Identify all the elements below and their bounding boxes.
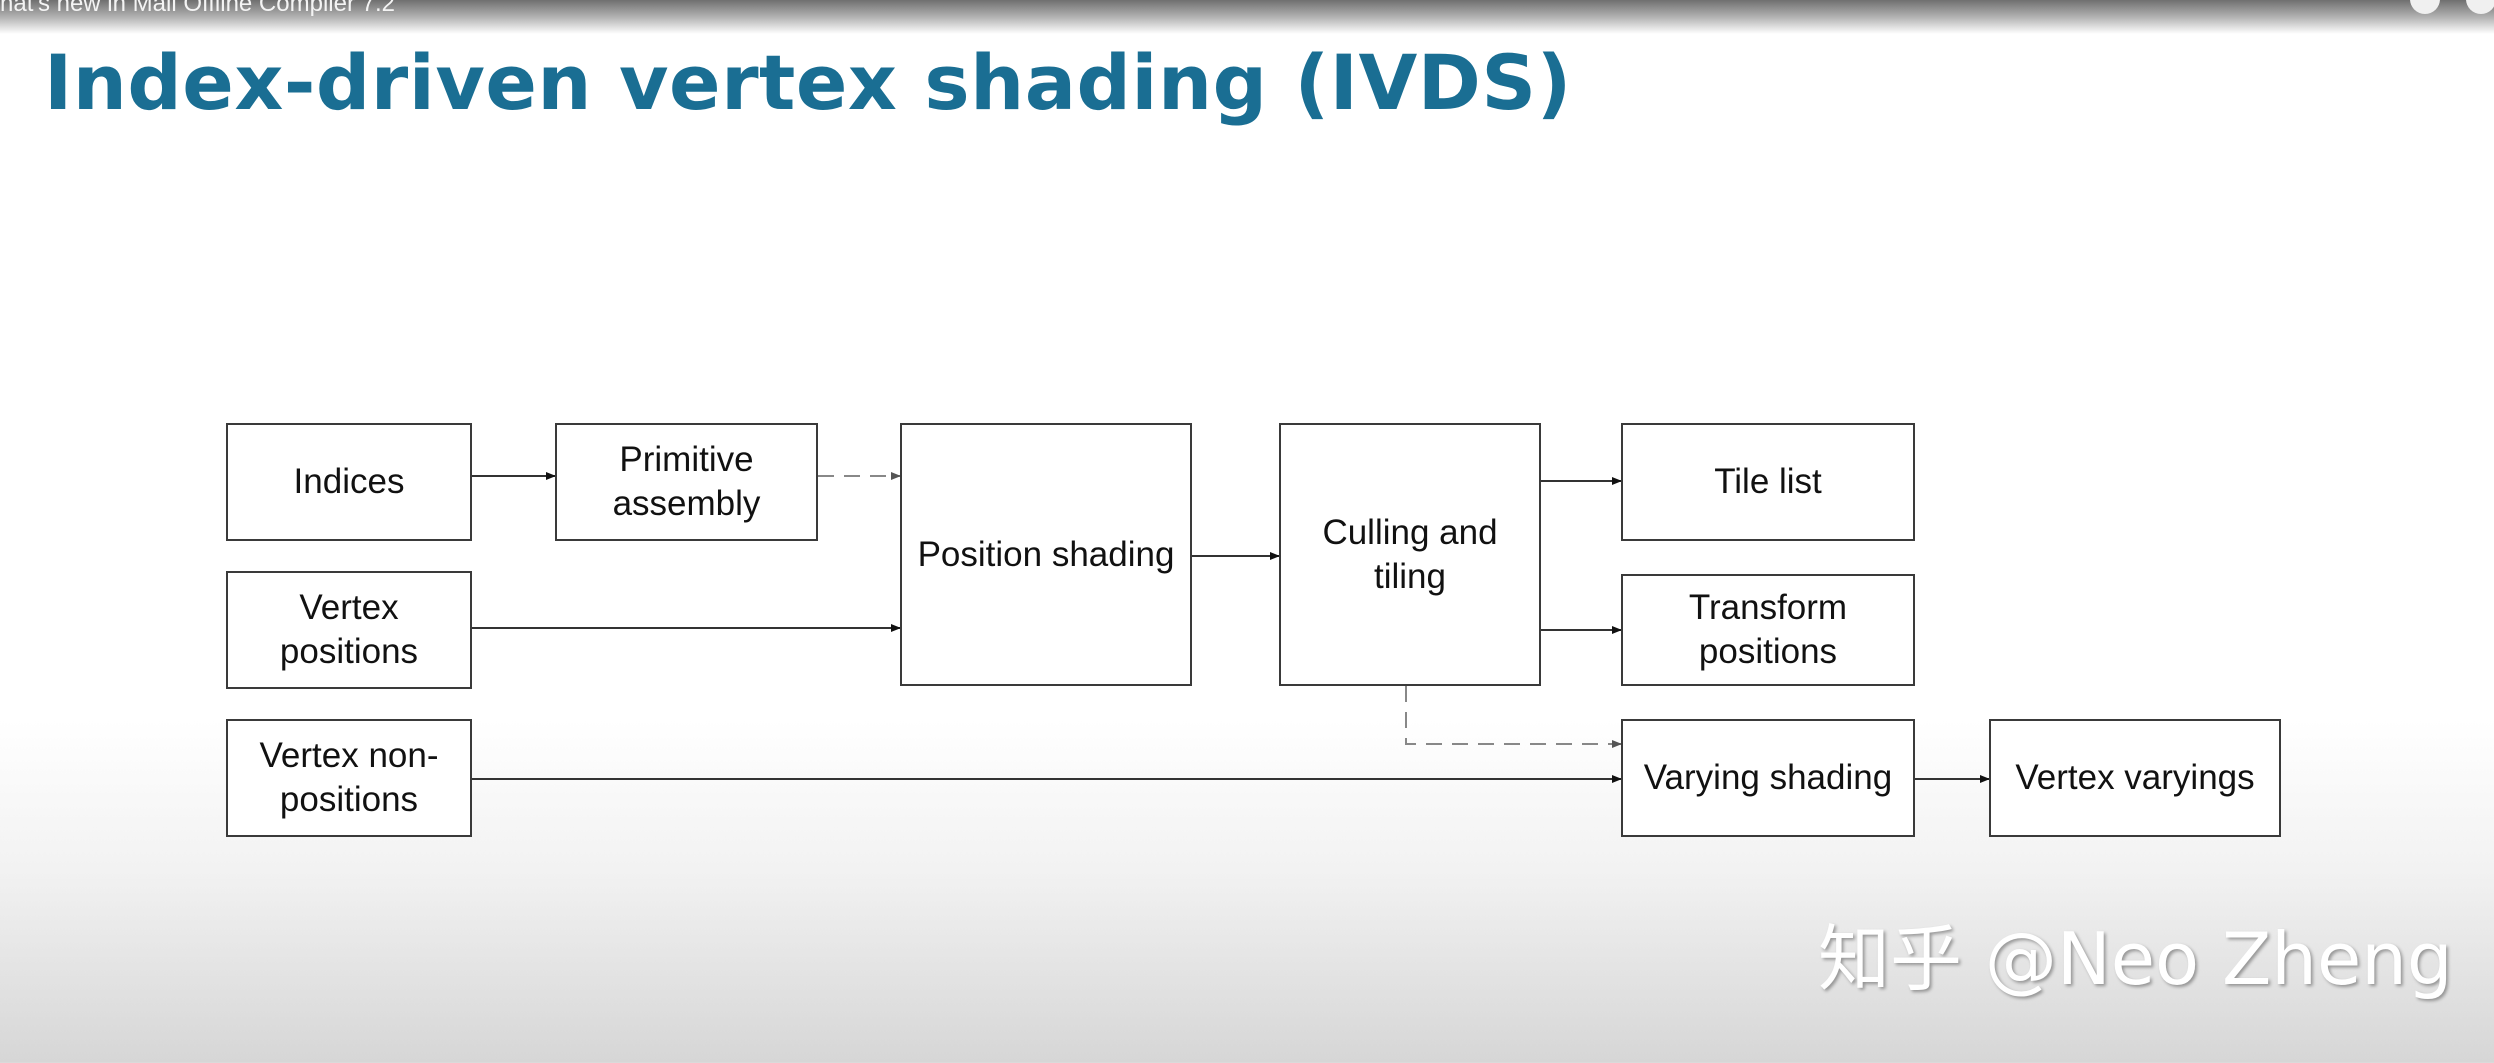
- indices-box: Indices: [226, 423, 472, 541]
- edge-culling-to-varying-shading: [1405, 686, 1622, 748]
- primitive-assembly-box: Primitive assembly: [555, 423, 818, 541]
- transform-positions-box: Transform positions: [1621, 574, 1915, 686]
- tile-list-box: Tile list: [1621, 423, 1915, 541]
- culling-tiling-box: Culling and tiling: [1279, 423, 1541, 686]
- watermark: 知乎 @Neo Zheng: [1818, 917, 2453, 1001]
- vertex-non-positions-box: Vertex non- positions: [226, 719, 472, 837]
- vertex-varyings-box: Vertex varyings: [1989, 719, 2281, 837]
- indices-label: Indices: [293, 462, 405, 501]
- share-icon[interactable]: [2466, 0, 2494, 14]
- video-title: hat's new in Mali Offline Compiler 7.2: [0, 0, 395, 17]
- culling-tiling-label: Culling and tiling: [1322, 512, 1498, 596]
- vertex-non-positions-label: Vertex non- positions: [259, 736, 439, 819]
- position-shading-box: Position shading: [900, 423, 1192, 686]
- primitive-assembly-label: Primitive assembly: [612, 440, 761, 523]
- video-top-bar: hat's new in Mali Offline Compiler 7.2: [0, 0, 2494, 34]
- transform-positions-label: Transform positions: [1688, 588, 1848, 671]
- vertex-positions-label: Vertex positions: [279, 588, 419, 671]
- info-icon[interactable]: [2410, 0, 2440, 14]
- vertex-positions-box: Vertex positions: [226, 571, 472, 689]
- varying-shading-label: Varying shading: [1643, 758, 1893, 797]
- vertex-varyings-label: Vertex varyings: [2015, 758, 2255, 797]
- slide-title: Index-driven vertex shading (IVDS): [44, 38, 1572, 127]
- position-shading-label: Position shading: [917, 534, 1175, 574]
- tile-list-label: Tile list: [1714, 462, 1822, 501]
- varying-shading-box: Varying shading: [1621, 719, 1915, 837]
